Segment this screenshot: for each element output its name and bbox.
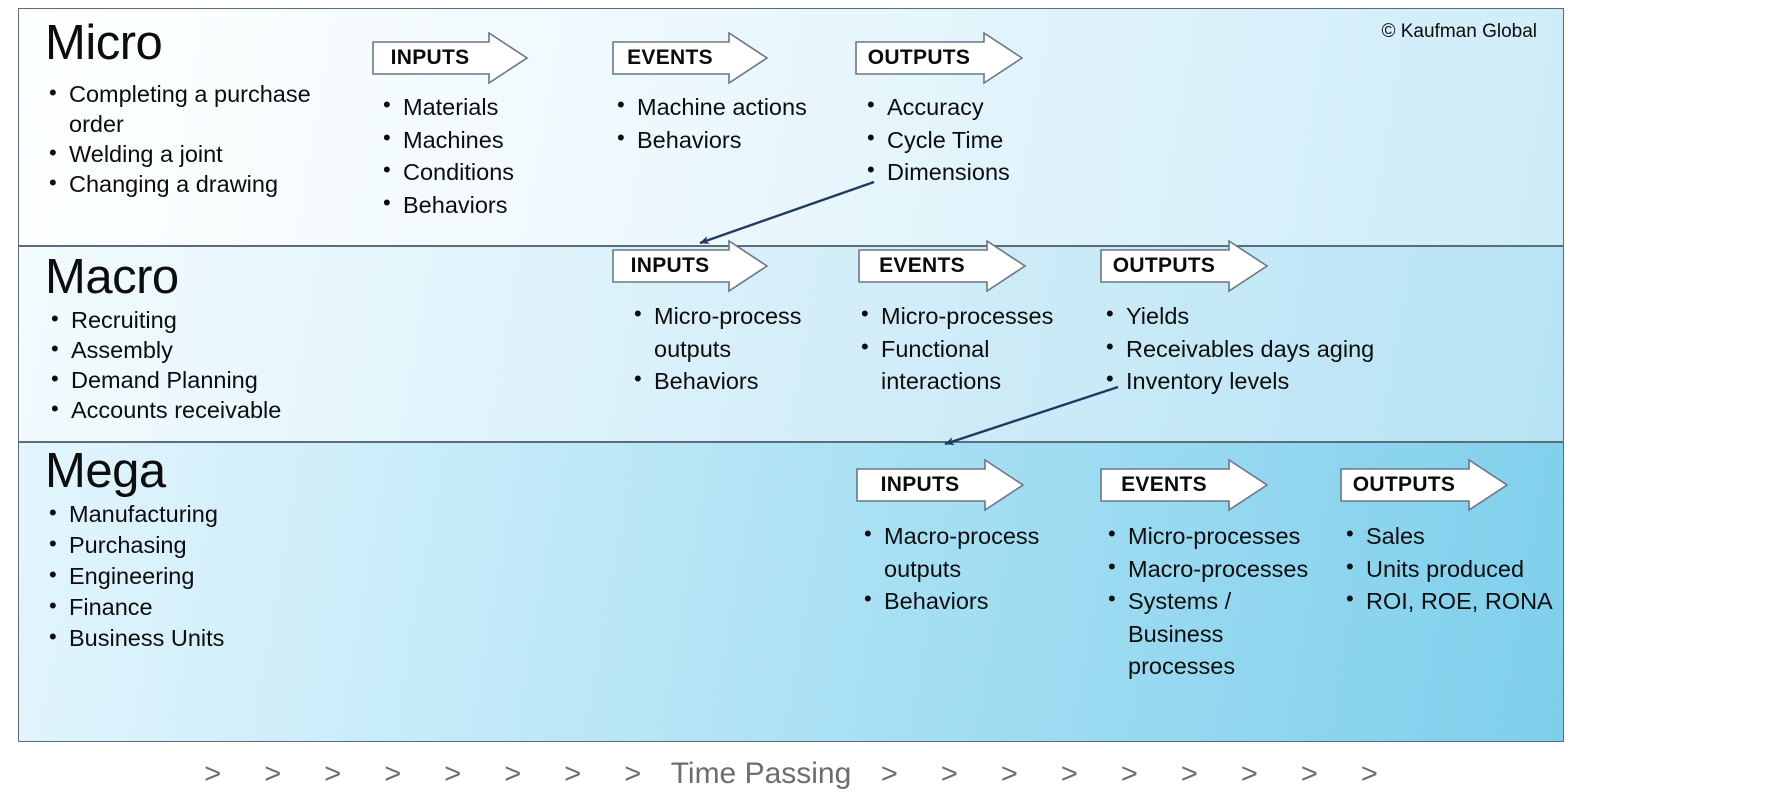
chevron-right-icon: > [940,757,958,790]
list-item: Machine actions [615,90,855,124]
chevron-right-icon: > [564,757,582,790]
banner-macro-inputs: INPUTS [611,239,769,293]
list-item: Engineering [47,560,377,592]
pentagon-arrow-icon [1100,458,1269,512]
list-item: Systems / Business processes [1106,584,1331,683]
chevron-right-icon: > [624,757,642,790]
pentagon-arrow-icon [1100,239,1269,293]
list-item: Demand Planning [49,364,369,395]
list-item: Purchasing [47,529,377,561]
column-list-micro-events: Machine actions Behaviors [615,90,855,157]
pentagon-arrow-icon [858,239,1027,293]
chevron-right-icon: > [1240,757,1258,790]
level-title-micro: Micro [45,16,163,70]
banner-mega-events: EVENTS [1099,458,1269,512]
chevron-right-icon: > [204,757,222,790]
banner-micro-inputs: INPUTS [371,31,529,85]
banner-mega-outputs: OUTPUTS [1339,458,1509,512]
list-item: Assembly [49,334,369,365]
banner-macro-events: EVENTS [857,239,1027,293]
level-panel-macro: Macro Recruiting Assembly Demand Plannin… [18,239,1564,442]
list-item: Inventory levels [1104,364,1424,398]
list-item: Cycle Time [865,123,1085,157]
list-item: Micro-processes [859,299,1079,333]
level-panel-micro: Micro Completing a purchase order Weldin… [18,8,1564,246]
list-item: Micro-processes [1106,519,1331,553]
list-item: Conditions [381,155,566,189]
level-panel-mega: Mega Manufacturing Purchasing Engineerin… [18,442,1564,742]
level-title-mega: Mega [45,444,166,498]
chevron-right-icon: > [384,757,402,790]
list-item: Macro-processes [1106,552,1331,586]
scope-list-macro: Recruiting Assembly Demand Planning Acco… [49,304,369,425]
banner-mega-inputs: INPUTS [855,458,1025,512]
banner-micro-events: EVENTS [611,31,769,85]
chevron-right-icon: > [504,757,522,790]
column-list-micro-inputs: Materials Machines Conditions Behaviors [381,90,566,222]
pentagon-arrow-icon [612,31,769,85]
column-list-micro-outputs: Accuracy Cycle Time Dimensions [865,90,1085,189]
chevron-right-icon: > [1180,757,1198,790]
column-list-mega-events: Micro-processes Macro-processes Systems … [1106,519,1331,683]
scope-list-micro: Completing a purchase order Welding a jo… [47,78,367,199]
list-item: Macro-process outputs [862,519,1067,585]
level-title-macro: Macro [45,250,179,304]
timeline-strip: > > > > > > > > Time Passing > > > > > >… [18,752,1564,796]
list-item: Behaviors [381,188,566,222]
pentagon-arrow-icon [372,31,529,85]
timeline-label: Time Passing [670,757,852,790]
scope-list-mega: Manufacturing Purchasing Engineering Fin… [47,498,377,654]
list-item: Units produced [1344,552,1574,586]
chevron-right-icon: > [1300,757,1318,790]
list-item: Welding a joint [47,138,367,169]
list-item: Behaviors [862,584,1067,618]
list-item: Sales [1344,519,1574,553]
column-list-mega-outputs: Sales Units produced ROI, ROE, RONA [1344,519,1574,618]
column-list-macro-events: Micro-processes Functional interactions [859,299,1079,398]
chevron-right-icon: > [1120,757,1138,790]
list-item: Accounts receivable [49,394,369,425]
chevron-right-icon: > [1360,757,1378,790]
chevron-right-icon: > [444,757,462,790]
chevron-right-icon: > [1000,757,1018,790]
pentagon-arrow-icon [1340,458,1509,512]
chevron-right-icon: > [880,757,898,790]
pentagon-arrow-icon [855,31,1024,85]
list-item: Completing a purchase order [47,78,367,139]
list-item: Materials [381,90,566,124]
list-item: Receivables days aging [1104,332,1424,366]
chevron-right-icon: > [324,757,342,790]
list-item: Functional interactions [859,332,1079,398]
list-item: Dimensions [865,155,1085,189]
copyright-notice: © Kaufman Global [1381,21,1537,42]
column-list-macro-outputs: Yields Receivables days aging Inventory … [1104,299,1424,398]
banner-micro-outputs: OUTPUTS [854,31,1024,85]
column-list-macro-inputs: Micro-process outputs Behaviors [632,299,827,398]
banner-macro-outputs: OUTPUTS [1099,239,1269,293]
list-item: Business Units [47,622,377,654]
list-item: Finance [47,591,377,623]
list-item: Behaviors [615,123,855,157]
list-item: Machines [381,123,566,157]
list-item: Manufacturing [47,498,377,530]
list-item: Recruiting [49,304,369,335]
pentagon-arrow-icon [612,239,769,293]
list-item: Accuracy [865,90,1085,124]
list-item: Yields [1104,299,1424,333]
list-item: Behaviors [632,364,827,398]
list-item: Changing a drawing [47,168,367,199]
column-list-mega-inputs: Macro-process outputs Behaviors [862,519,1067,618]
chevron-right-icon: > [1060,757,1078,790]
list-item: ROI, ROE, RONA [1344,584,1574,618]
chevron-right-icon: > [264,757,282,790]
pentagon-arrow-icon [856,458,1025,512]
list-item: Micro-process outputs [632,299,827,365]
